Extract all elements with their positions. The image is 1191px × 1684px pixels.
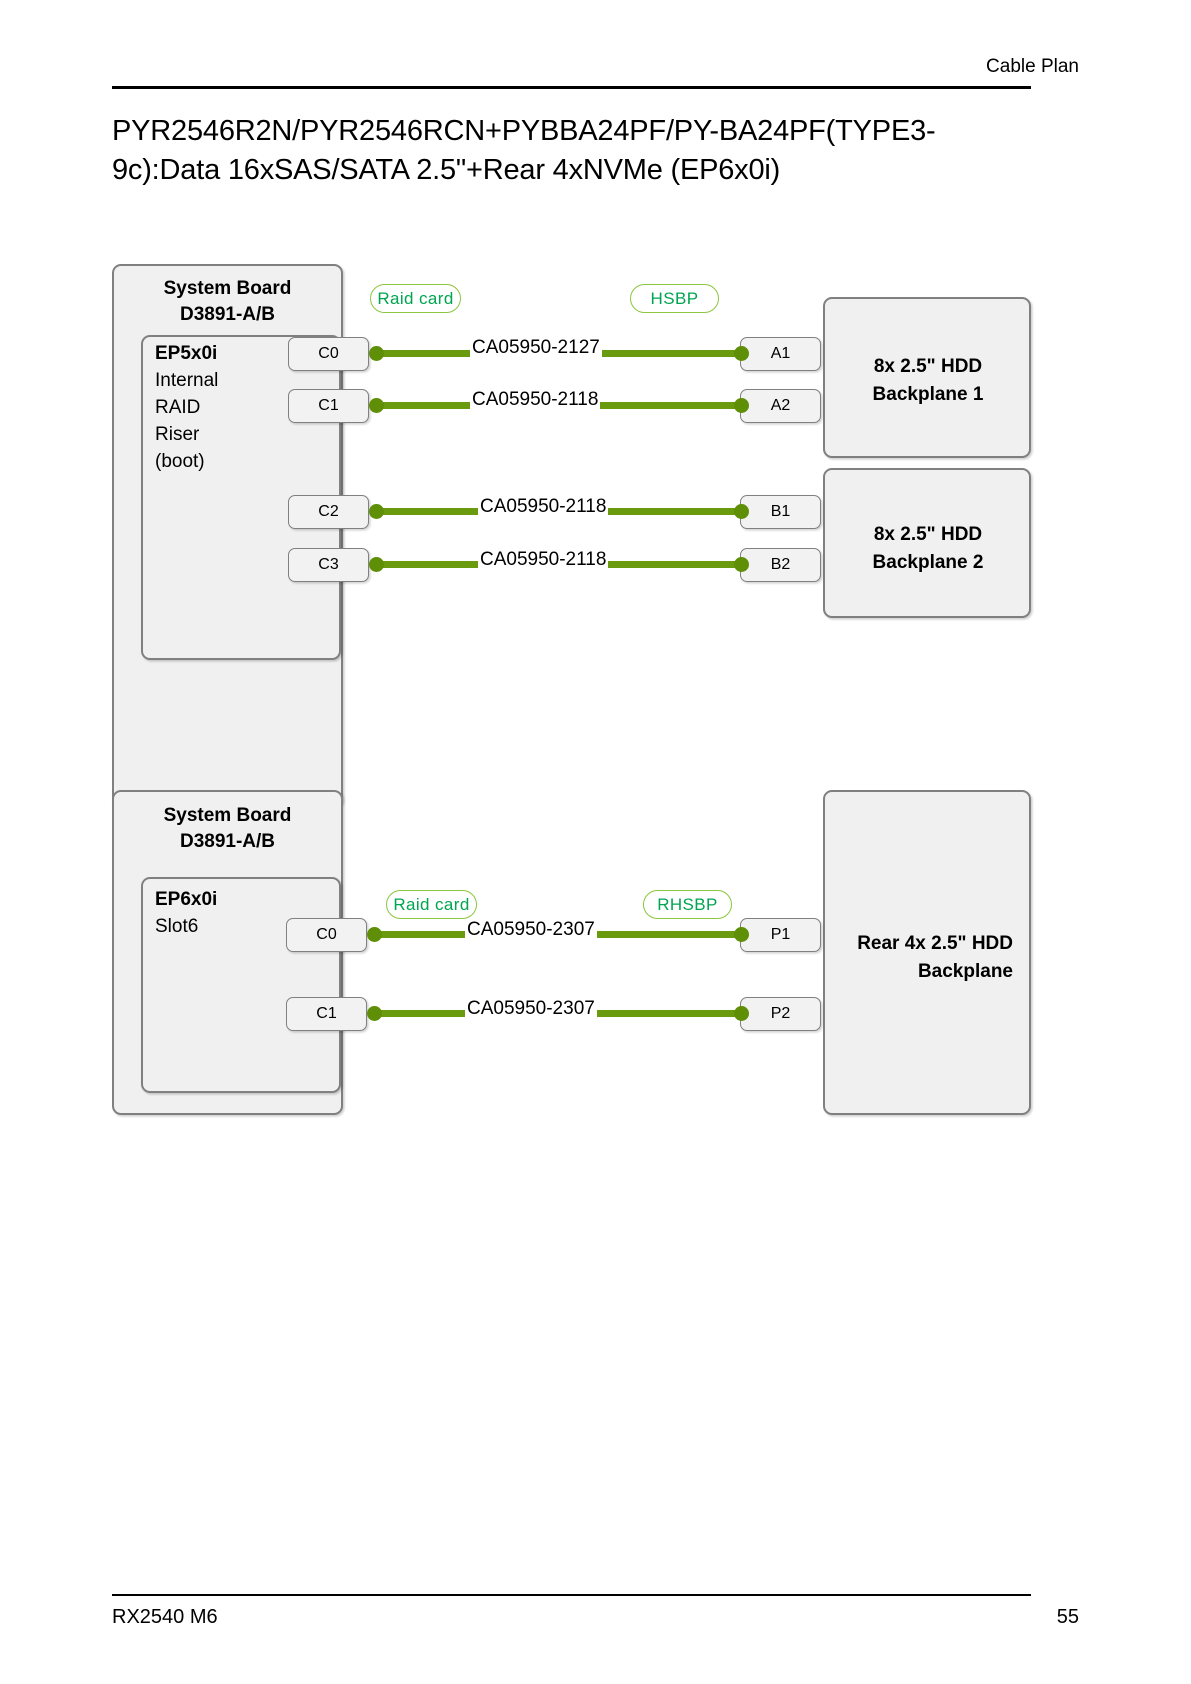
diagram2-port-c1-label: C1 [316, 1005, 337, 1022]
footer-model: RX2540 M6 [112, 1606, 218, 1628]
diagram1-riser-line-1: RAID [155, 397, 201, 418]
diagram2-port-c0-label: C0 [316, 926, 337, 943]
diagram1-port-c0-label: C0 [318, 345, 339, 362]
diagram2-port-c0[interactable]: C0 [286, 918, 367, 952]
diagram1-backplane-2-port-b2[interactable]: B2 [740, 548, 821, 582]
diagram1-backplane-2-label-line1: 8x 2.5" HDD [873, 524, 983, 545]
diagram2-board-title-line1: System Board [163, 805, 292, 826]
diagram1-backplane-2-port-b1-label: B1 [770, 503, 791, 520]
diagram1-backplane-2-label-line2: Backplane 2 [872, 552, 984, 573]
diagram2-rear-backplane-label-line2: Backplane [917, 961, 1013, 982]
header-divider [112, 86, 1031, 89]
diagram1-backplane-1-label-line2: Backplane 1 [872, 384, 984, 405]
diagram2-riser-panel [141, 877, 341, 1093]
diagram1-cable-1-dot-left [369, 398, 384, 413]
diagram1-cable-0-dot-right [734, 346, 749, 361]
diagram1-backplane-1-port-a1-label: A1 [770, 345, 791, 362]
diagram1-pill-raid-card: Raid card [370, 284, 461, 313]
diagram2-cable-1-dot-left [367, 1006, 382, 1021]
page-title: PYR2546R2N/PYR2546RCN+PYBBA24PF/PY-BA24P… [112, 115, 936, 186]
diagram1-pill-raid-card-label: Raid card [377, 288, 454, 308]
diagram1-riser-name: EP5x0i [155, 343, 218, 364]
diagram1-board-title-line1: System Board [163, 278, 292, 299]
diagram1-board-title-line2: D3891-A/B [179, 304, 276, 325]
diagram1-riser-line-3: (boot) [155, 451, 205, 472]
diagram1-cable-3-dot-left [369, 557, 384, 572]
diagram1-backplane-1-label: 8x 2.5" HDD Backplane 1 [843, 353, 1013, 409]
diagram2-rear-backplane-port-p2[interactable]: P2 [740, 997, 821, 1031]
diagram1-system-board-title: System Board D3891-A/B [112, 276, 343, 328]
diagram2-cable-0-dot-left [367, 927, 382, 942]
diagram1-port-c2[interactable]: C2 [288, 495, 369, 529]
diagram1-cable-3-label: CA05950-2118 [478, 549, 609, 571]
diagram1-pill-hsbp-label: HSBP [650, 288, 699, 308]
diagram1-cable-2-dot-left [369, 504, 384, 519]
diagram1-port-c3-label: C3 [318, 556, 339, 573]
diagram1-backplane-2-label: 8x 2.5" HDD Backplane 2 [843, 521, 1013, 577]
diagram2-board-title-line2: D3891-A/B [179, 831, 276, 852]
diagram2-riser-line-0: Slot6 [155, 916, 199, 937]
diagram1-backplane-1-panel [823, 297, 1031, 458]
diagram1-cable-1-dot-right [734, 398, 749, 413]
diagram2-port-c1[interactable]: C1 [286, 997, 367, 1031]
diagram2-cable-0-label: CA05950-2307 [465, 919, 597, 941]
diagram1-port-c2-label: C2 [318, 503, 339, 520]
footer-divider [112, 1594, 1031, 1596]
diagram2-rear-backplane-port-p1[interactable]: P1 [740, 918, 821, 952]
diagram1-cable-2-dot-right [734, 504, 749, 519]
diagram1-cable-0-label: CA05950-2127 [470, 337, 602, 359]
diagram2-pill-rhsbp: RHSBP [643, 890, 732, 919]
diagram2-pill-raid-card-label: Raid card [393, 894, 470, 914]
diagram2-cable-1-label: CA05950-2307 [465, 998, 597, 1020]
diagram1-backplane-2-port-b2-label: B2 [770, 556, 791, 573]
diagram1-cable-0-dot-left [369, 346, 384, 361]
diagram1-backplane-1-port-a2-label: A2 [770, 397, 791, 414]
diagram1-pill-hsbp: HSBP [630, 284, 719, 313]
diagram2-riser-text: EP6x0i Slot6 [155, 886, 315, 940]
diagram2-cable-0-dot-right [734, 927, 749, 942]
diagram1-cable-2-label: CA05950-2118 [478, 496, 609, 518]
diagram2-system-board-title: System Board D3891-A/B [112, 803, 343, 855]
diagram1-port-c1-label: C1 [318, 397, 339, 414]
diagram1-port-c0[interactable]: C0 [288, 337, 369, 371]
diagram1-backplane-2-panel [823, 468, 1031, 618]
diagram1-riser-line-0: Internal [155, 370, 219, 391]
page-section-label: Cable Plan [986, 56, 1079, 77]
diagram2-rear-backplane-label: Rear 4x 2.5" HDD Backplane [845, 930, 1013, 986]
diagram1-backplane-2-port-b1[interactable]: B1 [740, 495, 821, 529]
diagram1-cable-1-label: CA05950-2118 [470, 389, 601, 411]
diagram2-rear-backplane-port-p2-label: P2 [770, 1005, 791, 1022]
diagram1-port-c1[interactable]: C1 [288, 389, 369, 423]
diagram2-pill-rhsbp-label: RHSBP [657, 894, 718, 914]
diagram2-cable-1-dot-right [734, 1006, 749, 1021]
diagram1-backplane-1-port-a2[interactable]: A2 [740, 389, 821, 423]
diagram1-backplane-1-port-a1[interactable]: A1 [740, 337, 821, 371]
diagram1-port-c3[interactable]: C3 [288, 548, 369, 582]
diagram1-riser-line-2: Riser [155, 424, 200, 445]
footer-page-number: 55 [1056, 1606, 1079, 1628]
diagram2-rear-backplane-panel [823, 790, 1031, 1115]
diagram2-pill-raid-card: Raid card [386, 890, 477, 919]
diagram1-riser-text: EP5x0i Internal RAID Riser (boot) [155, 340, 315, 475]
diagram1-backplane-1-label-line1: 8x 2.5" HDD [873, 356, 983, 377]
diagram1-cable-3-dot-right [734, 557, 749, 572]
diagram2-rear-backplane-label-line1: Rear 4x 2.5" HDD [857, 933, 1013, 954]
diagram2-riser-name: EP6x0i [155, 889, 218, 910]
diagram2-rear-backplane-port-p1-label: P1 [770, 926, 791, 943]
